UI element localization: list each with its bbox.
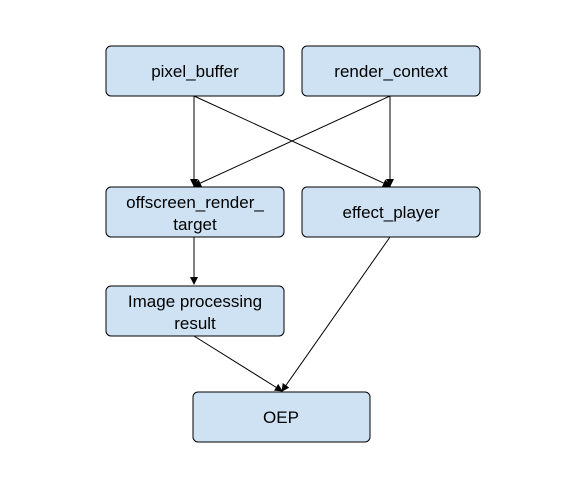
node-image-processing-result: Image processing result xyxy=(105,285,285,337)
edges-layer xyxy=(190,95,394,392)
nodes-layer: pixel_buffer render_context offscreen_re… xyxy=(105,45,481,443)
edge-render-context-to-offscreen-render-target xyxy=(193,95,391,187)
node-image-processing-result-label-line1: Image processing xyxy=(128,292,262,311)
node-offscreen-render-target-label-line2: target xyxy=(173,215,217,234)
node-pixel-buffer-label: pixel_buffer xyxy=(151,62,239,81)
node-render-context: render_context xyxy=(301,45,481,97)
node-image-processing-result-label-line2: result xyxy=(174,314,216,333)
node-effect-player-label: effect_player xyxy=(342,203,439,222)
node-offscreen-render-target-label-line1: offscreen_render_ xyxy=(126,193,264,212)
edge-image-processing-result-to-oep xyxy=(193,335,283,392)
node-render-context-label: render_context xyxy=(334,62,448,81)
node-oep-label: OEP xyxy=(263,408,299,427)
node-pixel-buffer: pixel_buffer xyxy=(105,45,285,97)
node-offscreen-render-target: offscreen_render_ target xyxy=(105,186,285,238)
node-oep: OEP xyxy=(192,391,371,443)
edge-effect-player-to-oep xyxy=(281,236,391,392)
node-effect-player: effect_player xyxy=(301,186,481,238)
